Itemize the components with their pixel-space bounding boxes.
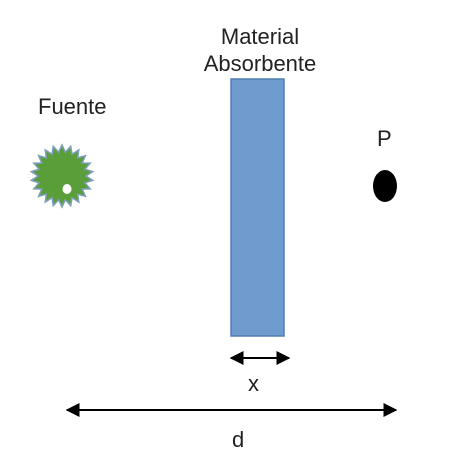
absorbent-material-slab	[230, 78, 285, 337]
thickness-label: x	[248, 371, 259, 396]
point-p-marker	[373, 170, 397, 202]
source-label: Fuente	[38, 94, 107, 119]
absorber-label-line2: Absorbente	[203, 51, 317, 76]
source-burst-shape	[29, 143, 95, 209]
point-label: P	[377, 126, 392, 151]
absorber-label-line1: Material	[220, 24, 300, 49]
source-center-spot	[62, 184, 72, 194]
radiation-source-icon	[29, 143, 95, 209]
distance-label: d	[232, 427, 245, 452]
